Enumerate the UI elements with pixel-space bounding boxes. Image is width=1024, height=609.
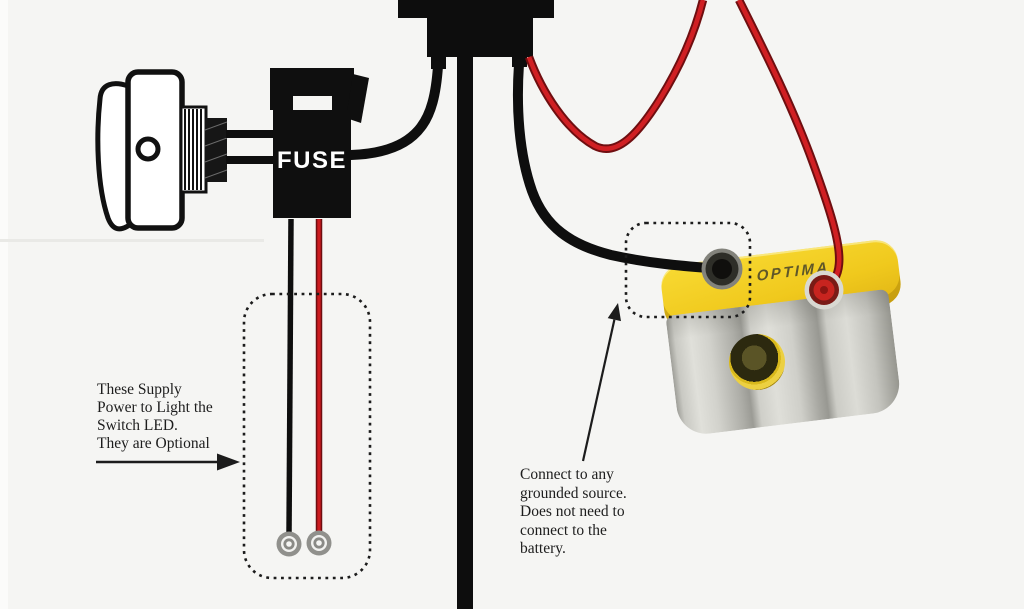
- relay-to-battery-ground-wire: [512, 59, 714, 273]
- mounting-nut: [205, 118, 227, 182]
- battery-positive-terminal: [804, 270, 844, 310]
- fuse-holder: FUSE: [270, 68, 369, 218]
- relay-red-wire: [525, 0, 708, 153]
- fuse-cap-notch: [293, 96, 332, 111]
- rocker-actuator: [95, 81, 134, 232]
- optional-wires-note: These Supply Power to Light the Switch L…: [97, 381, 213, 452]
- ground-source-note: Connect to any grounded source. Does not…: [520, 466, 627, 557]
- fuse-to-relay-wire: [346, 61, 443, 160]
- led-ring-terminal-red: [306, 530, 332, 556]
- switch-led-indicator: [135, 136, 161, 162]
- led-ring-terminal-black: [276, 531, 302, 557]
- optional-wires-dashed-box: [242, 292, 372, 580]
- ground-connection-dashed-box: [624, 221, 752, 319]
- fuse-label: FUSE: [277, 147, 347, 174]
- fuse-clip: [346, 74, 369, 123]
- optional-wires-arrow: [96, 453, 240, 471]
- battery-positive-wire: [735, 0, 844, 294]
- switch-terminal-top: [226, 130, 275, 138]
- ground-source-arrow: [581, 303, 621, 462]
- collar-threads: [184, 109, 202, 190]
- nut-knurling: [204, 121, 228, 179]
- led-negative-wire: [286, 218, 294, 535]
- scan-artifact-line: [0, 239, 264, 242]
- fuse-body: [273, 110, 351, 218]
- rocker-switch: [95, 69, 275, 232]
- left-margin-strip: [0, 0, 8, 609]
- battery-negative-terminal: [701, 248, 743, 290]
- main-ground-wire: [457, 57, 473, 609]
- switch-terminal-bottom: [226, 156, 275, 164]
- relay-connector: [398, 0, 554, 57]
